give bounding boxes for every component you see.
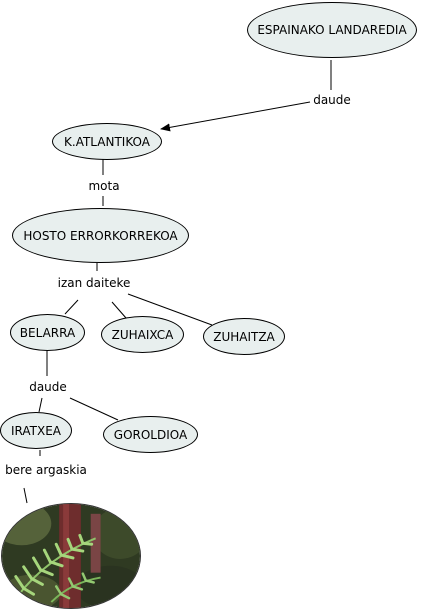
edge-daude-iratxea	[38, 397, 43, 413]
link-label-daude-1: daude	[312, 93, 352, 107]
edge-bere-photo	[23, 487, 28, 504]
node-goroldioa[interactable]: GOROLDIOA	[103, 416, 198, 453]
link-label-bere-argaskia: bere argaskia	[4, 463, 88, 477]
edge-izan-zuhaixca	[111, 301, 127, 319]
link-label-daude-2: daude	[28, 380, 68, 394]
node-zuhaitza[interactable]: ZUHAITZA	[203, 318, 285, 355]
node-zuhaixca[interactable]: ZUHAIXCA	[101, 316, 184, 353]
edge-daude-goroldioa	[69, 397, 119, 421]
link-label-izan-daiteke: izan daiteke	[56, 276, 132, 290]
node-k-atlantikoa[interactable]: K.ATLANTIKOA	[52, 123, 162, 160]
edge-izan-belarra	[64, 299, 79, 315]
edge-izan-zuhaitza	[127, 293, 213, 326]
node-belarra[interactable]: BELARRA	[10, 314, 85, 351]
node-espainako-landaredia[interactable]: ESPAINAKO LANDAREDIA	[247, 2, 417, 58]
fern-photo[interactable]	[1, 503, 141, 609]
node-iratxea[interactable]: IRATXEA	[0, 412, 72, 449]
fern-image	[2, 504, 140, 608]
node-hosto-errorkorrekoa[interactable]: HOSTO ERRORKORREKOA	[12, 208, 189, 263]
link-label-mota: mota	[87, 179, 121, 193]
edge-daude-katlantikoa	[160, 101, 311, 132]
